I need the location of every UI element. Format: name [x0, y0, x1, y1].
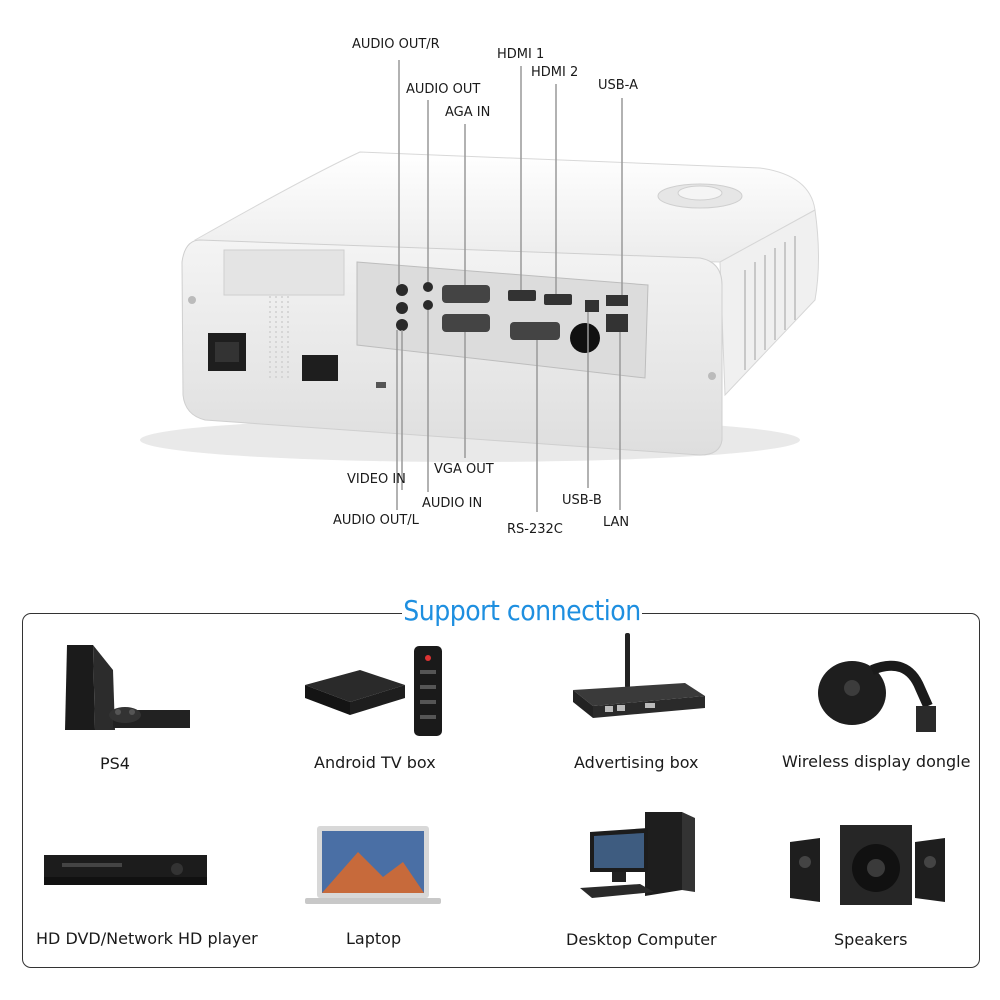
label-audio-out-l: AUDIO OUT/L: [333, 513, 419, 528]
device-label-android-tv-box: Android TV box: [314, 753, 436, 772]
device-label-laptop: Laptop: [346, 929, 402, 948]
support-connection-title: Support connection: [402, 590, 642, 632]
label-usb-b: USB-B: [562, 493, 602, 508]
label-vga-out: VGA OUT: [434, 462, 494, 477]
label-hdmi-2: HDMI 2: [531, 65, 579, 80]
advertising-box-icon: [573, 633, 705, 718]
label-audio-out: AUDIO OUT: [406, 82, 481, 97]
dongle-icon: [818, 660, 936, 732]
label-aga-in: AGA IN: [445, 105, 491, 120]
label-audio-in: AUDIO IN: [422, 496, 483, 511]
label-lan: LAN: [603, 515, 630, 530]
tv-box-icon: [305, 646, 442, 736]
ps4-console-icon: [65, 645, 190, 730]
speakers-icon: [790, 825, 945, 905]
device-label-ps4: PS4: [100, 754, 130, 773]
label-usb-a: USB-A: [598, 78, 638, 93]
desktop-computer-icon: [580, 812, 695, 898]
label-hdmi-1: HDMI 1: [497, 47, 545, 62]
device-label-desktop-computer: Desktop Computer: [566, 930, 717, 949]
dvd-player-icon: [44, 855, 207, 885]
laptop-icon: [305, 826, 441, 904]
projector-illustration: [140, 60, 819, 512]
device-label-dvd-player: HD DVD/Network HD player: [36, 929, 258, 948]
device-label-wireless-display-dongle: Wireless display dongle: [782, 752, 971, 771]
label-rs-232c: RS-232C: [507, 522, 563, 537]
device-label-speakers: Speakers: [834, 930, 908, 949]
label-video-in: VIDEO IN: [347, 472, 406, 487]
label-audio-out-r: AUDIO OUT/R: [352, 37, 440, 52]
device-label-advertising-box: Advertising box: [574, 753, 699, 772]
